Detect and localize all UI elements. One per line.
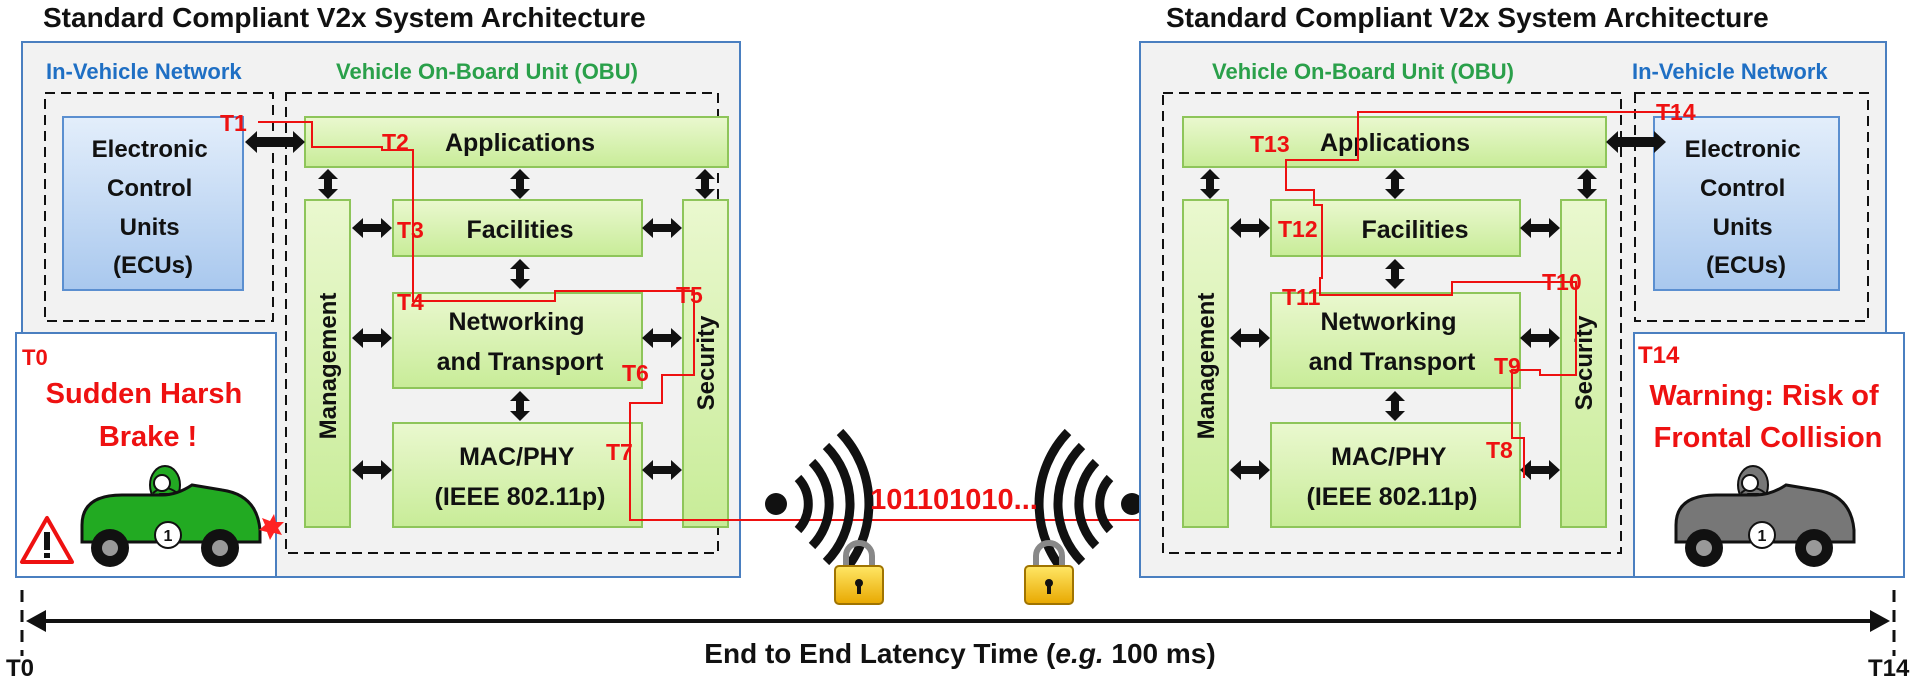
left-networking-box xyxy=(392,292,643,389)
left-security-label: Security xyxy=(693,315,720,410)
warning-triangle-icon xyxy=(20,516,74,564)
left-tlabel-t7: T7 xyxy=(606,439,633,465)
left-event-time: T0 xyxy=(22,345,48,370)
right-antenna-waves-icon xyxy=(1034,428,1143,580)
right-networking-line1: Networking xyxy=(1320,308,1456,336)
svg-text:Electronic Control Uni: Electronic Control Units (ECUs) xyxy=(92,136,215,279)
transmitted-bits: 101101010... xyxy=(870,484,1038,516)
right-macphy-box xyxy=(1270,422,1521,528)
left-tlabel-t5: T5 xyxy=(676,282,703,308)
right-applications-label: Applications xyxy=(1320,129,1470,157)
left-car-icon: 1 xyxy=(80,465,262,567)
right-tlabel-t11: T11 xyxy=(1282,284,1321,310)
right-management-box xyxy=(1182,199,1229,528)
left-in-vehicle-network-label: In-Vehicle Network xyxy=(46,59,242,84)
right-networking-box xyxy=(1270,292,1521,389)
left-in-vehicle-dashed-box xyxy=(44,92,274,322)
right-facilities-box xyxy=(1270,199,1521,257)
left-lock-icon xyxy=(834,540,884,605)
right-management-label: Management xyxy=(1193,293,1220,440)
svg-text:Sudden Harsh Brake !: Sudden Harsh Brake ! xyxy=(46,378,251,453)
left-management-box xyxy=(304,199,351,528)
left-event-line1: Sudden Harsh xyxy=(46,378,243,410)
left-tlabel-t1: T1 xyxy=(220,110,247,136)
svg-text:Warning: Risk of Frontal C: Warning: Risk of Frontal Collision xyxy=(1649,380,1886,454)
timeline-end-label: T14 xyxy=(1868,655,1910,682)
right-obu-label: Vehicle On-Board Unit (OBU) xyxy=(1212,59,1514,84)
timeline-start-label: T0 xyxy=(6,655,34,682)
right-obu-dashed-box xyxy=(1162,92,1622,554)
latency-timeline-arrow xyxy=(26,610,1890,632)
right-macphy-line2: (IEEE 802.11p) xyxy=(1307,483,1478,511)
left-security-box xyxy=(682,199,729,528)
right-macphy-line1: MAC/PHY xyxy=(1331,443,1447,471)
right-in-vehicle-network-label: In-Vehicle Network xyxy=(1632,59,1828,84)
left-tlabel-t2: T2 xyxy=(382,129,409,155)
right-tlabel-t10: T10 xyxy=(1542,269,1582,295)
brake-light-icon xyxy=(259,514,284,540)
timeline-label: End to End Latency Time (e.g. 100 ms) xyxy=(704,638,1215,669)
right-ecu-line1: Electronic xyxy=(1685,136,1801,163)
right-networking-line2: and Transport xyxy=(1309,348,1476,376)
left-antenna-waves-icon xyxy=(765,428,874,580)
right-tlabel-t12: T12 xyxy=(1278,216,1318,242)
right-security-box xyxy=(1560,199,1607,528)
left-facilities-box xyxy=(392,199,643,257)
left-obu-label: Vehicle On-Board Unit (OBU) xyxy=(336,59,638,84)
right-facilities-label: Facilities xyxy=(1362,216,1469,244)
right-tlabel-t14: T14 xyxy=(1656,99,1696,125)
svg-text:MAC/PHY (IEEE 802.11p): MAC/PHY (IEEE 802.11p) xyxy=(1307,443,1478,511)
left-tlabel-t3: T3 xyxy=(397,217,424,243)
left-ecu-line4: (ECUs) xyxy=(113,252,193,279)
left-ecu-box xyxy=(62,116,244,291)
right-event-line2: Frontal Collision xyxy=(1654,422,1883,454)
right-in-vehicle-dashed-box xyxy=(1634,92,1869,322)
right-ecu-line3: Units xyxy=(1713,214,1773,241)
left-tlabel-t6: T6 xyxy=(622,360,649,386)
left-facilities-label: Facilities xyxy=(467,216,574,244)
left-management-label: Management xyxy=(315,293,342,440)
svg-text:1: 1 xyxy=(1758,528,1767,545)
left-ecu-line1: Electronic xyxy=(92,136,208,163)
right-ecu-line4: (ECUs) xyxy=(1706,252,1786,279)
right-event-line1: Warning: Risk of xyxy=(1649,380,1879,412)
left-networking-line1: Networking xyxy=(448,308,584,336)
svg-text:Networking and Transport: Networking and Transport xyxy=(437,308,604,376)
right-tlabel-t13: T13 xyxy=(1250,131,1290,157)
right-car-icon: 1 xyxy=(1674,465,1856,567)
left-tlabel-t4: T4 xyxy=(397,289,424,315)
right-ecu-line2: Control xyxy=(1700,175,1785,202)
svg-text:Electronic Control Uni: Electronic Control Units (ECUs) xyxy=(1685,136,1808,279)
right-lock-icon xyxy=(1024,540,1074,605)
right-event-time: T14 xyxy=(1638,342,1680,369)
left-architecture-title: Standard Compliant V2x System Architectu… xyxy=(43,2,646,33)
left-networking-line2: and Transport xyxy=(437,348,604,376)
svg-text:1: 1 xyxy=(164,528,173,545)
svg-text:MAC/PHY (IEEE 802.11p): MAC/PHY (IEEE 802.11p) xyxy=(435,443,606,511)
left-macphy-box xyxy=(392,422,643,528)
left-latency-trace xyxy=(258,121,1525,521)
right-architecture-title: Standard Compliant V2x System Architectu… xyxy=(1166,2,1769,33)
left-ecu-line3: Units xyxy=(120,214,180,241)
right-tlabel-t9: T9 xyxy=(1494,353,1521,379)
right-tlabel-t8: T8 xyxy=(1486,437,1513,463)
left-macphy-line2: (IEEE 802.11p) xyxy=(435,483,606,511)
left-applications-box xyxy=(304,116,729,168)
left-macphy-line1: MAC/PHY xyxy=(459,443,575,471)
left-ecu-line2: Control xyxy=(107,175,192,202)
right-ecu-box xyxy=(1653,116,1840,291)
svg-text:Networking and Transport: Networking and Transport xyxy=(1309,308,1476,376)
left-event-line2: Brake ! xyxy=(99,421,197,453)
left-applications-label: Applications xyxy=(445,129,595,157)
right-latency-trace xyxy=(1285,111,1680,478)
